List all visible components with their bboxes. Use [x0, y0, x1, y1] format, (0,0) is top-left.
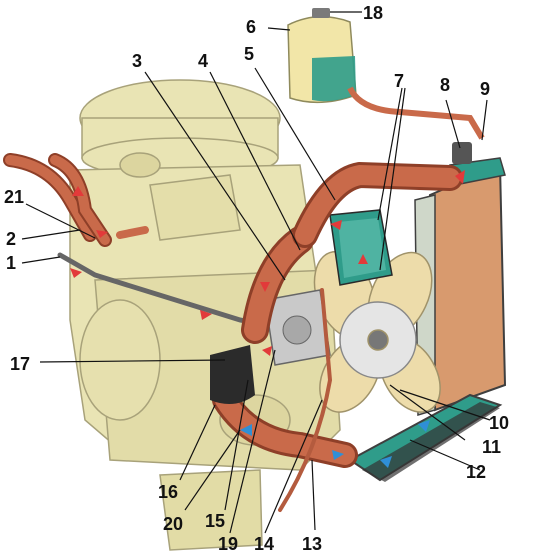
callout-8: 8: [440, 75, 451, 95]
callout-17: 17: [10, 354, 31, 374]
tank-hose: [347, 86, 485, 140]
callout-11: 11: [482, 437, 502, 457]
callout-1: 1: [6, 253, 17, 273]
callout-13: 13: [302, 534, 323, 554]
callout-16: 16: [158, 482, 179, 502]
thermostat: [329, 209, 393, 286]
flow-arrows: [70, 170, 465, 468]
callout-20: 20: [163, 514, 184, 534]
callout-21: 21: [4, 187, 25, 207]
fan: [313, 250, 441, 413]
tank-cap: [312, 8, 330, 18]
callout-7: 7: [394, 71, 405, 91]
radiator-cap: [452, 142, 472, 164]
callout-19: 19: [218, 534, 239, 554]
callout-12: 12: [466, 462, 487, 482]
callout-9: 9: [480, 79, 491, 99]
callout-4: 4: [198, 51, 209, 71]
callout-14: 14: [254, 534, 275, 554]
water-pump: [264, 289, 331, 366]
callout-5: 5: [244, 44, 255, 64]
callout-2: 2: [6, 229, 17, 249]
callout-18: 18: [363, 3, 384, 23]
hoses: [3, 153, 463, 512]
callout-6: 6: [246, 17, 257, 37]
callout-3: 3: [132, 51, 143, 71]
leader-lines: [21, 11, 491, 534]
callout-15: 15: [205, 511, 226, 531]
expansion-tank: [287, 8, 485, 140]
pump-inlet-pipe: [210, 345, 255, 404]
callout-10: 10: [489, 413, 510, 433]
